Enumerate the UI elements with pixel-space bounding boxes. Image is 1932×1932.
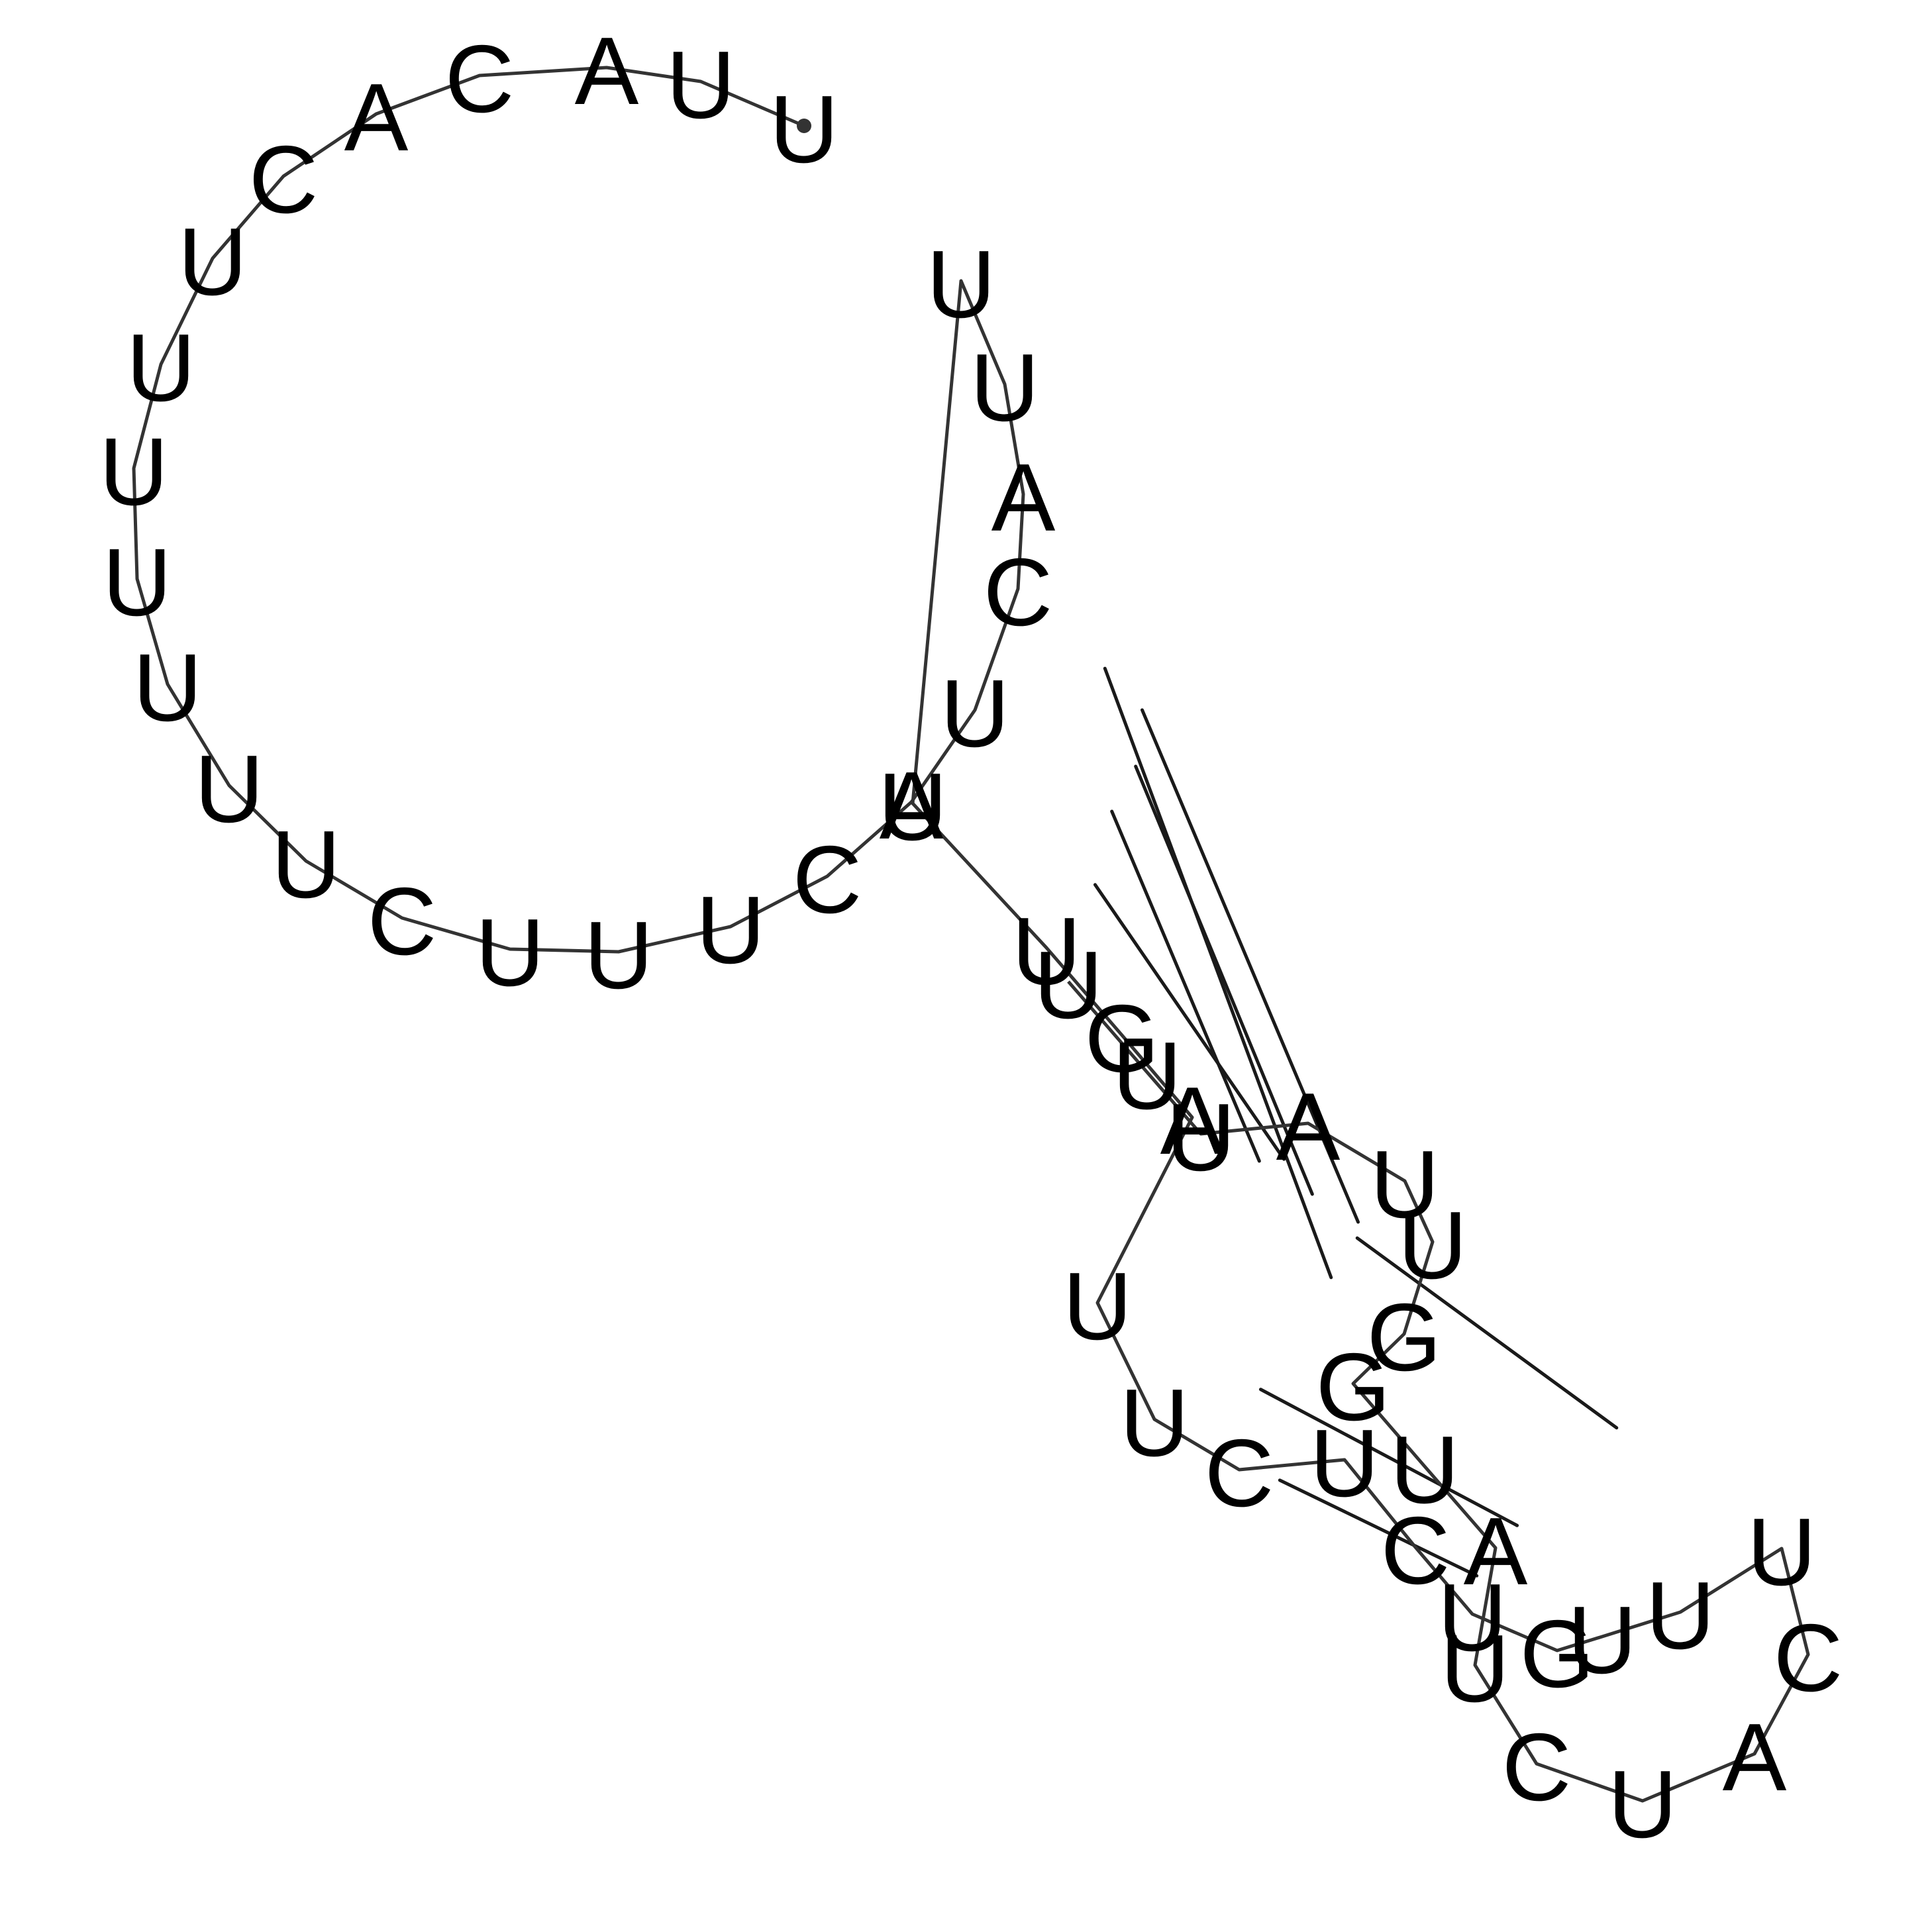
nucleotide-label: A xyxy=(344,64,409,171)
five-prime-end-marker xyxy=(797,119,811,133)
nucleotide-label: U xyxy=(1012,897,1082,1005)
nucleotide-label: U xyxy=(1370,1131,1440,1238)
nucleotide-label: C xyxy=(1205,1419,1274,1527)
base-pair-bond xyxy=(1355,1236,1619,1430)
base-pair-bond xyxy=(1110,809,1261,1163)
nucleotide-label: U xyxy=(1120,1369,1190,1476)
nucleotide-label: U xyxy=(1390,1416,1460,1523)
nucleotide-label: U xyxy=(696,876,766,984)
nucleotide-label: G xyxy=(1316,1333,1391,1441)
nucleotide-label: A xyxy=(991,444,1056,551)
nucleotide-label: U xyxy=(927,230,996,338)
nucleotide-label: G xyxy=(1085,985,1160,1092)
nucleotide-label: U xyxy=(133,634,203,741)
nucleotide-label: U xyxy=(195,735,264,842)
nucleotide-label: C xyxy=(249,126,319,233)
nucleotide-label: U xyxy=(1438,1564,1507,1671)
nucleotide-label: U xyxy=(1398,1192,1468,1299)
nucleotide-label: U xyxy=(476,899,545,1006)
backbone xyxy=(132,66,1810,1803)
nucleotide-label: A xyxy=(1723,1703,1787,1811)
nucleotide-label: G xyxy=(1520,1600,1595,1707)
nucleotide-label: C xyxy=(793,826,862,933)
nucleotide-label: U xyxy=(178,208,248,315)
nucleotide-label: U xyxy=(1034,931,1103,1039)
base-pair-bond xyxy=(1093,883,1286,1161)
nucleotide-label: A xyxy=(575,17,639,125)
nucleotide-label: C xyxy=(1502,1713,1572,1821)
nucleotide-label: U xyxy=(1113,1022,1182,1129)
nucleotide-label: A xyxy=(1160,1067,1225,1174)
nucleotide-label: U xyxy=(1063,1252,1133,1360)
nucleotide-label: C xyxy=(984,538,1053,646)
nucleotide-label: U xyxy=(970,334,1040,441)
nucleotide-label: U xyxy=(584,901,654,1009)
base-pair-bond xyxy=(1103,666,1333,1280)
nucleotide-label: U xyxy=(1441,1615,1510,1722)
nucleotide-label: U xyxy=(878,753,948,860)
nucleotide-label: A xyxy=(1276,1073,1341,1180)
base-pair-bonds xyxy=(1093,666,1619,1578)
nucleotide-label: U xyxy=(1568,1586,1637,1694)
nucleotide-label: U xyxy=(941,660,1010,767)
nucleotide-label: U xyxy=(99,418,169,525)
nucleotide-label: C xyxy=(368,868,437,975)
nucleotide-label: G xyxy=(1367,1284,1442,1391)
nucleotide-label: C xyxy=(1381,1497,1450,1604)
nucleotide-label: U xyxy=(1166,1084,1236,1191)
nucleotide-label: U xyxy=(127,314,196,421)
base-pair-bond xyxy=(1134,764,1314,1196)
nucleotide-label: C xyxy=(445,25,515,132)
nucleotide-label: U xyxy=(1310,1409,1380,1517)
nucleotide-label: U xyxy=(1646,1562,1715,1669)
nucleotide-label: U xyxy=(103,529,172,636)
nucleotide-label: U xyxy=(272,811,341,918)
base-pair-bond xyxy=(1278,1478,1479,1578)
base-pair-bond xyxy=(1140,708,1360,1224)
nucleotide-label: A xyxy=(880,752,944,859)
nucleotide-label: C xyxy=(1774,1604,1843,1711)
backbone-line xyxy=(132,66,1810,1803)
nucleotide-label: U xyxy=(1608,1751,1678,1858)
nucleotide-label: U xyxy=(666,31,736,138)
nucleotide-label: U xyxy=(770,76,839,183)
nucleotide-label: A xyxy=(1464,1498,1528,1605)
base-pair-bond xyxy=(1258,1388,1519,1527)
nucleotide-label: U xyxy=(1747,1498,1817,1605)
